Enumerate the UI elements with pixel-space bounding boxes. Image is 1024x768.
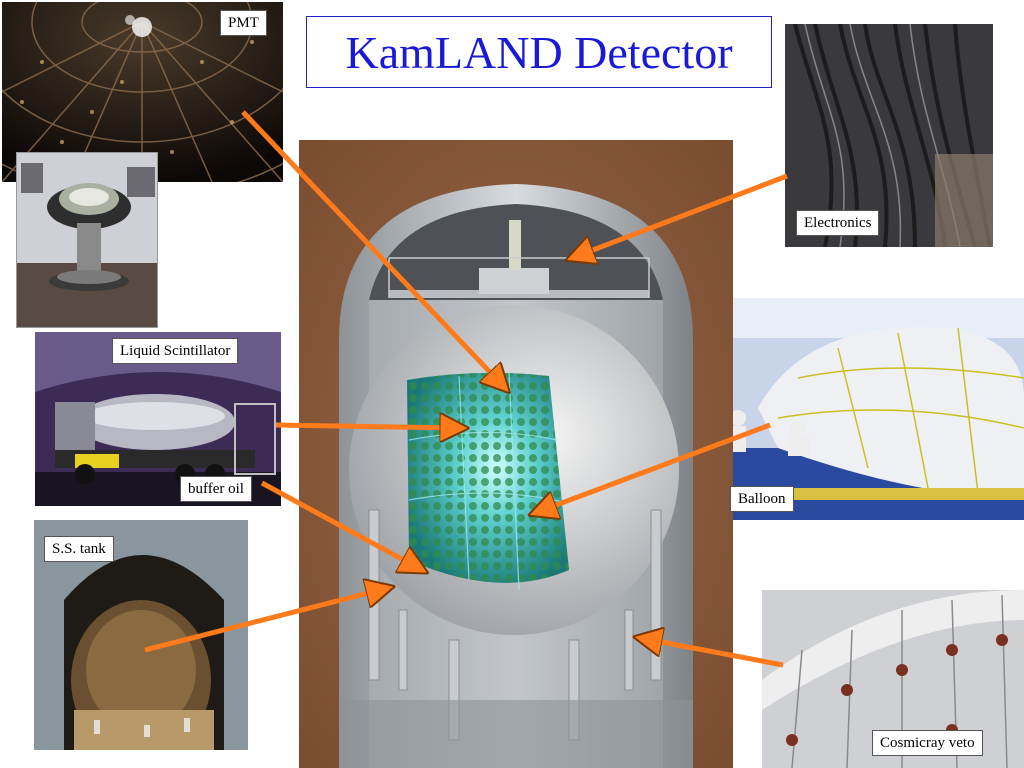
detector-cutaway-image: [299, 140, 733, 768]
balloon-photo: [718, 298, 1024, 520]
electronics-photo: [785, 24, 993, 247]
page-title: KamLAND Detector: [345, 26, 733, 78]
detector-cutaway: [299, 140, 733, 768]
pmt-tube-photo: [16, 152, 158, 328]
electronics-cables-image: [785, 24, 993, 247]
label-pmt: PMT: [220, 10, 267, 36]
pmt-tube-image: [17, 153, 157, 327]
label-liquid-scintillator: Liquid Scintillator: [112, 338, 239, 364]
balloon-image: [718, 298, 1024, 520]
label-buffer-oil: buffer oil: [180, 476, 252, 502]
label-cosmicray-veto: Cosmicray veto: [872, 730, 983, 756]
label-ss-tank: S.S. tank: [44, 536, 114, 562]
label-electronics: Electronics: [796, 210, 880, 236]
tanker-truck-image: [35, 332, 281, 506]
ss-tank-photo: [34, 520, 248, 750]
label-balloon: Balloon: [730, 486, 794, 512]
title-box: KamLAND Detector: [306, 16, 772, 88]
